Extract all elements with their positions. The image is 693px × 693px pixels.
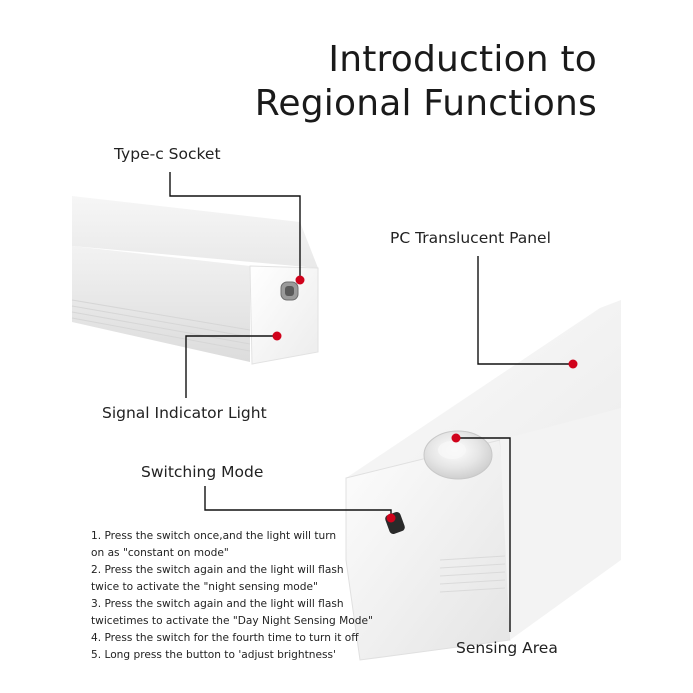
instruction-line: twicetimes to activate the "Day Night Se… <box>91 615 373 627</box>
bar-right-ribs <box>439 555 506 593</box>
leader-type-c <box>169 172 301 280</box>
leader-lines <box>169 172 573 632</box>
instruction-line: on as "constant on mode" <box>91 547 229 559</box>
bar-right-side <box>500 408 621 640</box>
marker-pc-panel <box>568 359 578 369</box>
instruction-line: 3. Press the switch again and the light … <box>91 598 344 610</box>
bar-left-side-face <box>72 246 250 362</box>
light-bar-left <box>71 196 319 365</box>
leader-sensing <box>456 437 511 632</box>
label-switching-mode: Switching Mode <box>141 463 264 481</box>
bar-left-ribs <box>71 299 251 352</box>
instruction-line: 2. Press the switch again and the light … <box>91 564 344 576</box>
instruction-line: 1. Press the switch once,and the light w… <box>91 530 337 542</box>
markers <box>272 275 578 523</box>
leader-pc-panel <box>477 256 573 365</box>
marker-indicator <box>272 331 282 341</box>
bar-left-end-cap <box>249 265 319 365</box>
marker-switching <box>386 513 396 523</box>
switch-instructions: 1. Press the switch once,and the light w… <box>91 528 391 664</box>
marker-sensing <box>451 433 461 443</box>
label-sensing-area: Sensing Area <box>456 639 558 657</box>
label-signal-indicator-light: Signal Indicator Light <box>102 404 267 422</box>
title-line-2: Regional Functions <box>254 83 597 124</box>
instruction-line: 4. Press the switch for the fourth time … <box>91 632 359 644</box>
label-pc-translucent-panel: PC Translucent Panel <box>390 229 551 247</box>
page-title: Introduction to Regional Functions <box>255 38 597 126</box>
bar-left-top-face <box>72 196 318 268</box>
instruction-line: 5. Long press the button to 'adjust brig… <box>91 649 336 661</box>
title-line-1: Introduction to <box>328 39 597 80</box>
light-bar-right <box>345 300 621 661</box>
leader-indicator <box>185 335 277 398</box>
label-type-c-socket: Type-c Socket <box>114 145 221 163</box>
instruction-line: twice to activate the "night sensing mod… <box>91 581 318 593</box>
marker-type-c <box>295 275 305 285</box>
